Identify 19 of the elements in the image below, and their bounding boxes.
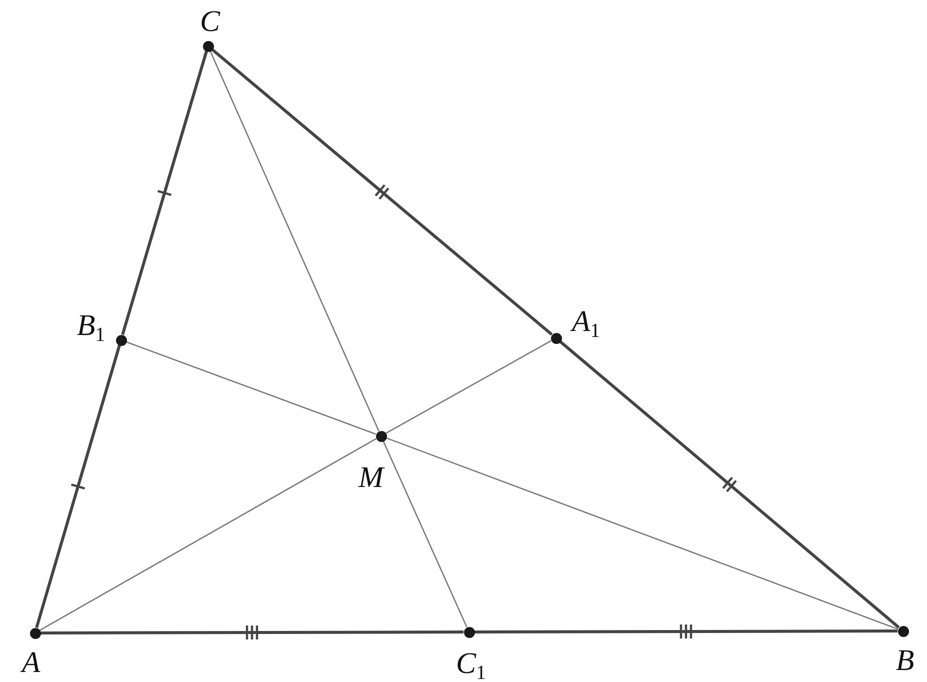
point-label: B$_{1}$ bbox=[76, 311, 106, 341]
point-label: A$_{1}$ bbox=[572, 307, 600, 337]
line-segment bbox=[559, 340, 900, 629]
point-label: C$_{1}$ bbox=[456, 649, 486, 679]
line-segment bbox=[474, 630, 898, 634]
line-segment bbox=[210, 50, 380, 432]
line-segment bbox=[126, 341, 376, 435]
point-label: C bbox=[200, 7, 220, 37]
line-segment bbox=[386, 437, 898, 630]
line-segment bbox=[121, 50, 208, 336]
line-segment bbox=[382, 440, 468, 628]
point-label: B bbox=[896, 646, 914, 676]
point-label: M bbox=[358, 463, 384, 493]
line-segment bbox=[35, 344, 121, 628]
line-segment bbox=[40, 630, 464, 634]
line-segment bbox=[211, 48, 553, 336]
point-label: A bbox=[22, 648, 40, 678]
line-segment bbox=[39, 438, 377, 631]
line-segment bbox=[385, 340, 552, 434]
